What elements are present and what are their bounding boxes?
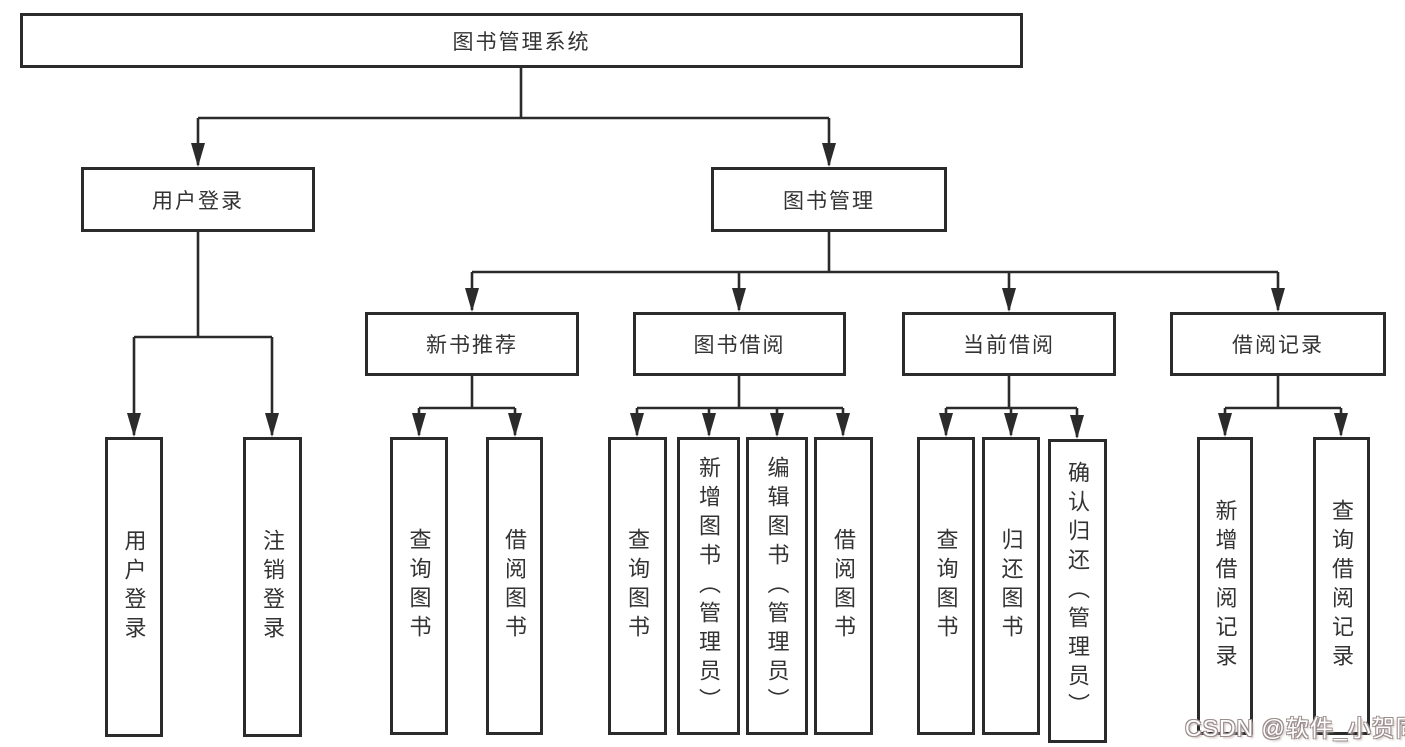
node-leaf-nb-query-books: 查询图书 (390, 437, 448, 735)
arrow-icon (1218, 413, 1232, 437)
leaf-label: 归还图书 (998, 528, 1024, 644)
leaf-label: 借阅图书 (502, 528, 528, 644)
leaf-label: 借阅图书 (831, 528, 857, 644)
leaf-label: 用户登录 (121, 529, 147, 645)
arrow-icon (508, 413, 522, 437)
node-book-borrow-label: 图书借阅 (693, 334, 786, 357)
node-leaf-bb-add-books-admin: 新增图书（管理员） (677, 437, 740, 735)
node-leaf-cb-return-books: 归还图书 (982, 437, 1040, 735)
arrow-icon (1271, 288, 1285, 312)
arrow-icon (836, 413, 850, 437)
node-leaf-cb-query-books: 查询图书 (917, 437, 975, 735)
node-user-login: 用户登录 (81, 167, 315, 232)
arrow-icon (732, 288, 746, 312)
arrow-icon (1004, 413, 1018, 437)
arrow-icon (265, 413, 279, 437)
node-new-book-rec: 新书推荐 (365, 312, 579, 376)
connector-user-login (132, 232, 274, 435)
arrow-icon (702, 413, 716, 437)
leaf-label: 新增图书（管理员） (696, 455, 722, 717)
arrow-icon (127, 413, 141, 437)
node-borrow-records-label: 借阅记录 (1232, 334, 1324, 357)
connector-book-mgmt (470, 232, 1280, 310)
node-book-mgmt: 图书管理 (711, 167, 947, 232)
leaf-label: 查询图书 (933, 528, 959, 644)
node-root-label: 图书管理系统 (452, 30, 591, 54)
node-leaf-user-login: 用户登录 (105, 437, 163, 737)
arrow-icon (1002, 288, 1016, 312)
node-leaf-br-query-record: 查询借阅记录 (1313, 437, 1370, 735)
leaf-label: 查询图书 (625, 528, 651, 644)
node-user-login-label: 用户登录 (152, 189, 244, 213)
node-new-book-rec-label: 新书推荐 (426, 334, 518, 357)
arrow-icon (1070, 415, 1084, 439)
arrow-icon (191, 143, 205, 167)
node-leaf-br-add-record: 新增借阅记录 (1197, 437, 1253, 735)
node-current-borrow: 当前借阅 (902, 312, 1116, 376)
csdn-watermark: CSDN @软件_小贺同学 (1185, 715, 1405, 741)
connector-new-book (417, 376, 517, 435)
arrowheads (127, 143, 1348, 439)
arrow-icon (412, 413, 426, 437)
arrow-icon (465, 288, 479, 312)
leaf-label: 编辑图书（管理员） (764, 455, 790, 717)
node-leaf-bb-edit-books-admin: 编辑图书（管理员） (746, 437, 808, 735)
arrow-icon (770, 413, 784, 437)
leaf-label: 注销登录 (260, 529, 286, 645)
node-leaf-cb-confirm-return-admin: 确认归还（管理员） (1048, 439, 1107, 743)
connector-book-borrow (635, 376, 845, 435)
leaf-label: 确认归还（管理员） (1065, 460, 1091, 722)
node-leaf-nb-borrow-books: 借阅图书 (486, 437, 543, 735)
node-leaf-bb-query-books: 查询图书 (608, 437, 667, 735)
node-root: 图书管理系统 (20, 13, 1023, 68)
node-borrow-records: 借阅记录 (1170, 312, 1386, 376)
node-current-borrow-label: 当前借阅 (963, 334, 1055, 357)
node-book-borrow: 图书借阅 (633, 312, 846, 376)
node-book-mgmt-label: 图书管理 (783, 189, 875, 213)
connector-borrow-records (1223, 376, 1343, 435)
node-leaf-bb-borrow-books: 借阅图书 (814, 437, 873, 735)
arrow-icon (939, 413, 953, 437)
node-leaf-logout: 注销登录 (243, 437, 302, 737)
arrow-icon (1334, 413, 1348, 437)
arrow-icon (822, 143, 836, 167)
arrow-icon (630, 413, 644, 437)
leaf-label: 查询借阅记录 (1329, 499, 1355, 673)
leaf-label: 新增借阅记录 (1212, 499, 1238, 673)
connector-root (196, 68, 831, 165)
leaf-label: 查询图书 (406, 528, 432, 644)
